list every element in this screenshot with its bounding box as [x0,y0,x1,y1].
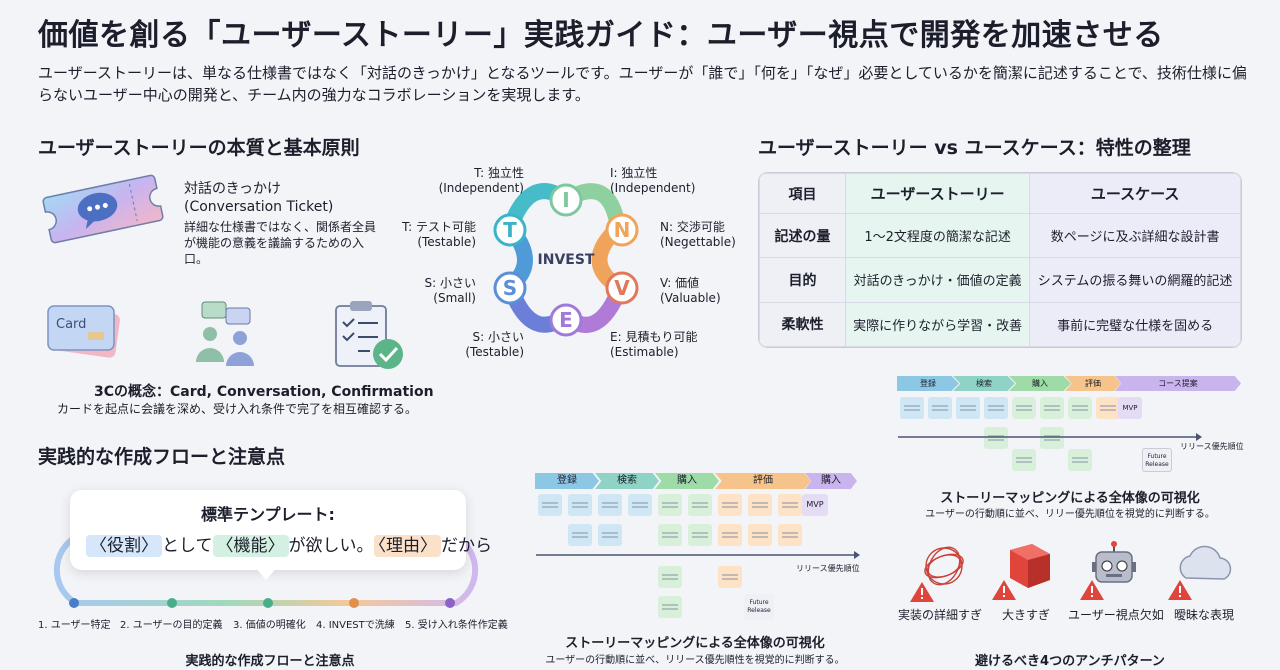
card-label: Card [56,317,86,332]
stage-label: 検索 [953,376,1015,391]
stage-label: 登録 [535,473,599,489]
flow-step-4: 4. INVESTで洗練 [316,620,395,631]
stage-label: コース提案 [1115,376,1241,391]
ticket-title: 対話のきっかけ [184,181,282,197]
antipattern-3: ユーザー視点欠如 [1068,608,1164,622]
storymap-main-desc: ユーザーの行動順に並べ、リリース優先順性を視覚的に判断する。 [545,655,845,666]
invest-letter-e: E [559,308,573,332]
invest-node-s [493,271,527,305]
invest-node-v [605,271,639,305]
storymap-main-caption: ストーリーマッピングによる全体像の可視化 [565,636,825,651]
invest-label-t: T: テスト可能(Testable) [402,220,476,249]
antipattern-4: 曖昧な表現 [1174,608,1235,622]
future-release-badge: Future Release [744,594,774,620]
conversation-icon [196,301,254,366]
storymap-main-axis [536,551,860,559]
storymap-small-stages: 登録 検索 購入 評価 コース提案 [897,376,1241,391]
storymap-main-cards: MVP Future Release [538,494,858,624]
storymap-small-desc: ユーザーの行動順に並べ、リリー優先順位を視覚的に判断する。 [925,509,1215,520]
template-bubble-tail [254,566,278,580]
stage-label: 登録 [897,376,959,391]
card-icon: Card [47,305,120,358]
intro-text: ユーザーストーリーは、単なる仕様書ではなく「対話のきっかけ」となるツールです。ユ… [38,64,1247,104]
invest-node-e [549,303,583,337]
flow-dot-2 [167,598,177,608]
tangle-icon [910,546,964,602]
template-sentence: 〈役割〉として〈機能〉が欲しい。〈理由〉だから [86,531,492,557]
storymap-small-cards: MVP [900,397,1160,477]
invest-label-i: I: 独立性(Independent) [610,166,696,195]
three-c-title: 3Cの概念：Card, Conversation, Confirmation [94,384,434,400]
invest-label-n: N: 交渉可能(Negettable) [660,220,736,249]
invest-center-label: INVEST [538,252,595,268]
stage-label: 評価 [1065,376,1121,391]
storymap-small-caption: ストーリーマッピングによる全体像の可視化 [940,491,1200,506]
invest-label-t-top: T: 独立性(Independent) [438,166,524,195]
flow-dot-1 [69,598,79,608]
ticket-title-en: (Conversation Ticket) [184,199,334,215]
template-function: 〈機能〉 [212,535,289,557]
invest-label-s-bottom: S: 小さい(Testable) [465,330,524,359]
stage-label: 購入 [1009,376,1071,391]
template-title: 標準テンプレート: [201,505,335,524]
invest-diagram: I N V E S T INVEST [493,183,639,337]
future-release-badge-small: Future Release [1142,448,1172,472]
storymap-small-axis [898,433,1202,441]
invest-label-s: S: 小さい(Small) [424,276,476,305]
stage-label: 評価 [715,473,811,489]
invest-node-i [549,183,583,217]
invest-label-e: E: 見積もり可能(Estimable) [610,330,698,359]
ticket-icon [42,174,164,244]
invest-letter-v: V [614,276,630,300]
antipatterns-caption: 避けるべき4つのアンチパターン [975,654,1165,669]
flow-dot-5 [445,598,455,608]
three-c-desc: カードを起点に会議を深め、受け入れ条件で完了を相互確認する。 [57,402,418,416]
invest-node-n [605,213,639,247]
stage-label: 購入 [655,473,719,489]
table-header-item: 項目 [759,173,846,214]
checklist-icon [335,301,403,369]
flow-step-2: 2. ユーザーの目的定義 [120,620,223,631]
table-header-userstory: ユーザーストーリー [844,173,1031,214]
table-row: 柔軟性 実際に作りながら学習・改善 事前に完璧な仕様を固める [759,301,1241,347]
comparison-heading: ユーザーストーリー vs ユースケース：特性の整理 [758,137,1191,159]
flow-caption: 実践的な作成フローと注意点 [185,654,355,669]
table-header-usecase: ユースケース [1029,173,1241,214]
invest-letter-n: N [614,218,631,242]
invest-letter-s: S [503,276,517,300]
flow-dot-4 [349,598,359,608]
page-title: 価値を創る「ユーザーストーリー」実践ガイド：ユーザー視点で開発を加速させる [38,18,1164,53]
table-row: 記述の量 1〜2文程度の簡潔な記述 数ページに及ぶ詳細な設計書 [759,212,1241,259]
flow-dot-3 [263,598,273,608]
invest-letter-i: I [562,188,569,212]
stage-label: 購入 [805,473,857,489]
robot-icon [1080,541,1136,600]
flow-step-1: 1. ユーザー特定 [38,620,111,631]
big-box-icon [992,544,1050,600]
storymap-main-axis-label: リリース優先順位 [796,564,860,573]
antipattern-1: 実装の詳細すぎ [898,608,983,622]
invest-node-t [493,213,527,247]
essence-heading: ユーザーストーリーの本質と基本原則 [38,137,360,159]
cloud-icon [1168,545,1232,600]
mvp-badge: MVP [1118,397,1142,419]
stage-label: 検索 [595,473,659,489]
table-row: 目的 対話のきっかけ・価値の定義 システムの振る舞いの網羅的記述 [759,257,1241,303]
invest-letter-t: T [503,218,517,242]
antipattern-2: 大きすぎ [1002,608,1051,622]
storymap-small-axis-label: リリース優先順位 [1180,442,1244,451]
invest-label-v: V: 価値(Valuable) [660,276,721,305]
mvp-badge: MVP [802,494,828,516]
template-reason: 〈理由〉 [373,535,441,557]
storymap-main-stages: 登録 検索 購入 評価 購入 [535,473,857,489]
ticket-desc: 詳細な仕様書ではなく、関係者全員が機能の意義を議論するための入口。 [184,220,377,266]
template-role: 〈役割〉 [86,535,162,557]
flow-step-5: 5. 受け入れ条件作定義 [405,620,508,631]
flow-track [53,535,479,608]
flow-step-3: 3. 価値の明確化 [233,620,306,631]
flow-heading: 実践的な作成フローと注意点 [38,446,286,468]
comparison-table: 項目 ユーザーストーリー ユースケース 記述の量 1〜2文程度の簡潔な記述 数ペ… [758,172,1242,348]
